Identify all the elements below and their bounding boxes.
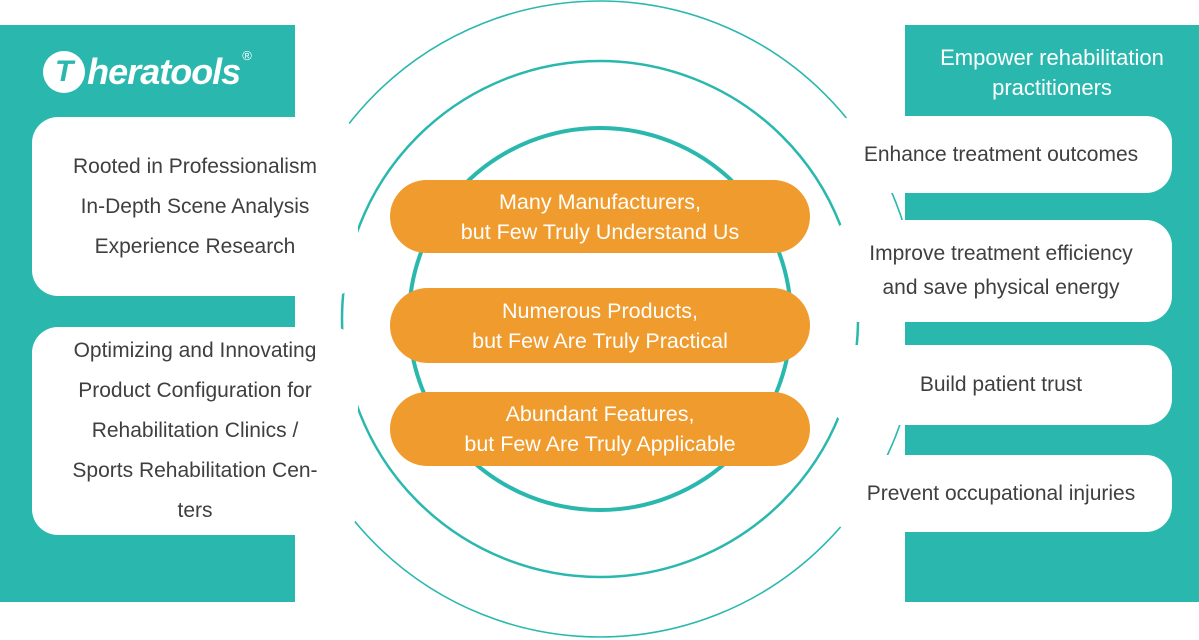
brand-wordmark: heratools bbox=[87, 51, 241, 92]
pain-point-pill-1-text: Many Manufacturers,but Few Truly Underst… bbox=[460, 189, 740, 244]
pain-point-pill-2-text: Numerous Products,but Few Are Truly Prac… bbox=[472, 298, 728, 353]
benefit-box-4: Prevent occupational injuries bbox=[830, 455, 1172, 532]
brand-logo-mark-icon: T bbox=[43, 51, 86, 93]
benefit-box-3-text: Build patient trust bbox=[919, 373, 1083, 396]
pain-point-pill-1: Many Manufacturers,but Few Truly Underst… bbox=[390, 180, 810, 253]
registered-trademark-symbol: ® bbox=[242, 48, 252, 63]
benefit-box-1: Enhance treatment outcomes bbox=[830, 116, 1172, 193]
pain-point-pill-3-text: Abundant Features,but Few Are Truly Appl… bbox=[464, 402, 736, 456]
brand-logo: T heratools ® bbox=[0, 25, 295, 93]
pain-point-pill-3: Abundant Features,but Few Are Truly Appl… bbox=[390, 392, 810, 466]
benefit-box-1-text: Enhance treatment outcomes bbox=[863, 142, 1139, 166]
pain-point-pill-2: Numerous Products,but Few Are Truly Prac… bbox=[390, 288, 810, 363]
benefit-box-3: Build patient trust bbox=[830, 345, 1172, 425]
benefit-box-4-text: Prevent occupational injuries bbox=[866, 481, 1136, 505]
